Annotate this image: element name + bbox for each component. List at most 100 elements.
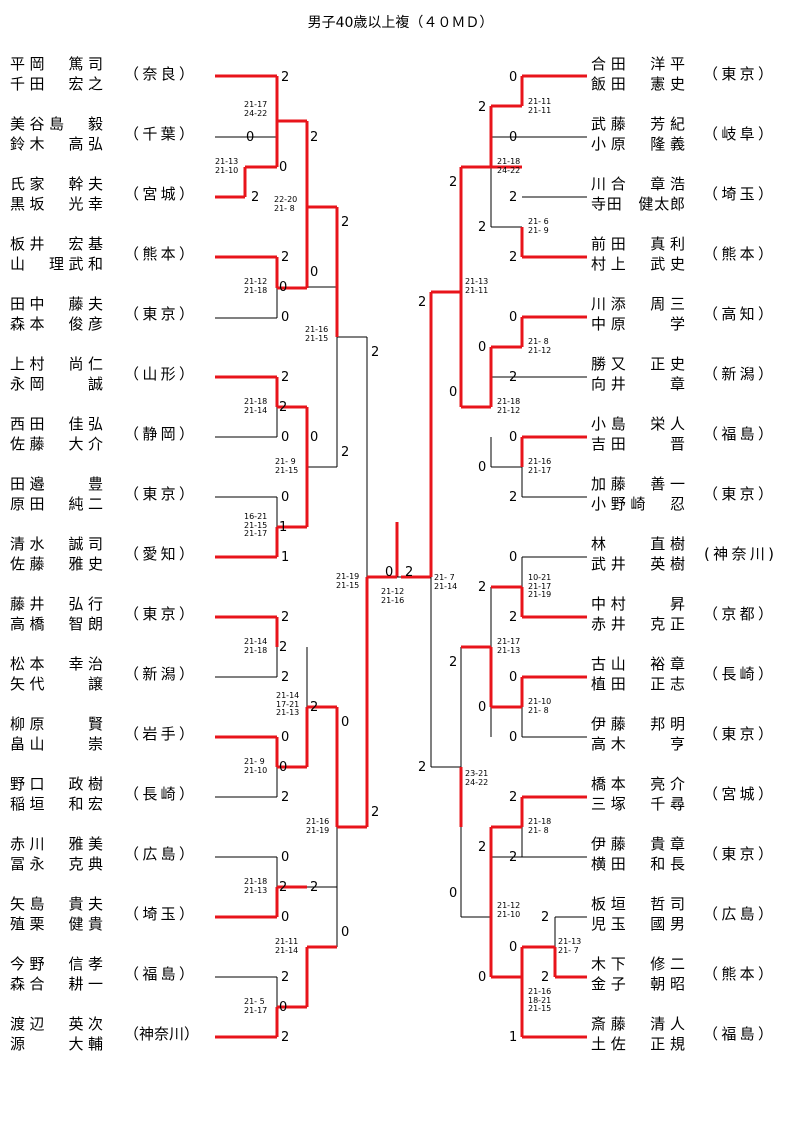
- set-score: 21-16 21-17: [528, 457, 552, 475]
- right-pair-prefecture: （高知）: [703, 305, 773, 323]
- left-player-name: 森本 俊彦: [10, 316, 103, 333]
- set-score: 21- 8 21-12: [528, 337, 552, 355]
- left-player-name: 赤川 雅美: [10, 836, 103, 853]
- match-score: 0: [279, 280, 288, 295]
- match-score: 2: [509, 190, 518, 205]
- match-score: 2: [509, 850, 518, 865]
- set-score: 21-18 21-13: [244, 877, 268, 895]
- match-score: 2: [371, 805, 380, 820]
- match-score: 2: [310, 130, 319, 145]
- set-score: 21-19 21-15: [336, 572, 360, 590]
- match-score: 0: [385, 565, 394, 580]
- match-score: 2: [281, 70, 290, 85]
- left-player-name: 藤井 弘行: [10, 596, 103, 613]
- match-score: 2: [310, 700, 319, 715]
- right-player-name: 橋本 亮介: [591, 776, 685, 793]
- left-pair-prefecture: （山形）: [124, 365, 194, 383]
- match-score: 0: [281, 730, 290, 745]
- left-player-name: 稲垣 和宏: [10, 796, 103, 813]
- match-score: 2: [541, 910, 550, 925]
- set-score: 21-13 21- 7: [558, 937, 582, 955]
- match-score: 2: [418, 760, 427, 775]
- right-player-name: 斎藤 清人: [591, 1016, 685, 1033]
- right-player-name: 村上 武史: [591, 256, 685, 273]
- left-player-name: 冨永 克典: [10, 856, 103, 873]
- match-score: 2: [310, 880, 319, 895]
- match-score: 1: [279, 520, 288, 535]
- match-score: 2: [509, 370, 518, 385]
- left-player-name: 高橋 智朗: [10, 616, 103, 633]
- left-player-name: 千田 宏之: [10, 76, 103, 93]
- right-player-name: 林 直樹: [591, 536, 685, 553]
- match-score: 0: [478, 700, 487, 715]
- left-player-name: 柳原 賢: [10, 716, 103, 733]
- right-player-name: 武藤 芳紀: [591, 116, 685, 133]
- set-score: 21-16 21-19: [306, 817, 330, 835]
- right-pair-prefecture: （岐阜）: [703, 125, 773, 143]
- match-score: 2: [281, 610, 290, 625]
- match-score: 0: [341, 715, 350, 730]
- right-player-name: 勝又 正史: [591, 356, 685, 373]
- set-score: 23-21 24-22: [465, 769, 489, 787]
- left-player-name: 上村 尚仁: [10, 356, 103, 373]
- set-score: 21- 6 21- 9: [528, 217, 549, 235]
- set-score: 10-21 21-17 21-19: [528, 573, 552, 599]
- match-score: 2: [279, 880, 288, 895]
- left-player-name: 畠山 崇: [10, 736, 103, 753]
- right-player-name: 赤井 克正: [591, 616, 685, 633]
- match-score: 2: [281, 670, 290, 685]
- right-pair-prefecture: （京都）: [703, 605, 773, 623]
- right-pair-prefecture: （熊本）: [703, 245, 773, 263]
- right-pair-prefecture: （熊本）: [703, 965, 773, 983]
- left-pair-prefecture: （東京）: [124, 485, 194, 503]
- right-player-name: 小野崎 忍: [591, 496, 685, 513]
- right-pair-prefecture: （埼玉）: [703, 185, 773, 203]
- right-pair-prefecture: (神奈川): [704, 545, 774, 563]
- left-player-name: 佐藤 雅史: [10, 556, 103, 573]
- set-score: 21-18 21-14: [244, 397, 268, 415]
- right-player-name: 小島 栄人: [591, 416, 685, 433]
- match-score: 2: [509, 250, 518, 265]
- match-score: 0: [478, 970, 487, 985]
- match-score: 0: [281, 910, 290, 925]
- left-pair-prefecture: （奈良）: [124, 65, 194, 83]
- right-pair-prefecture: （福島）: [703, 425, 773, 443]
- match-score: 0: [509, 130, 518, 145]
- set-score: 21-14 21-18: [244, 637, 268, 655]
- right-player-name: 小原 隆義: [591, 136, 685, 153]
- match-score: 0: [509, 310, 518, 325]
- left-pair-prefecture: （愛知）: [124, 545, 194, 563]
- left-player-name: 源 大輔: [10, 1036, 103, 1053]
- left-pair-prefecture: （新潟）: [124, 665, 194, 683]
- match-score: 0: [509, 70, 518, 85]
- right-player-name: 植田 正志: [591, 676, 685, 693]
- left-player-name: 黒坂 光幸: [10, 196, 103, 213]
- right-pair-prefecture: （新潟）: [703, 365, 773, 383]
- match-score: 2: [281, 250, 290, 265]
- right-pair-prefecture: （宮城）: [703, 785, 773, 803]
- left-player-name: 原田 純二: [10, 496, 103, 513]
- match-score: 1: [281, 550, 290, 565]
- right-player-name: 横田 和長: [591, 856, 685, 873]
- right-pair-prefecture: （東京）: [703, 845, 773, 863]
- left-player-name: 森合 耕一: [10, 976, 103, 993]
- right-player-name: 板垣 哲司: [591, 896, 685, 913]
- right-player-name: 伊藤 貴章: [591, 836, 685, 853]
- right-player-name: 高木 亨: [591, 736, 685, 753]
- set-score: 21- 9 21-10: [244, 757, 268, 775]
- left-pair-prefecture: （静岡）: [124, 425, 194, 443]
- set-score: 21-18 21-12: [497, 397, 521, 415]
- match-score: 0: [279, 1000, 288, 1015]
- set-score: 21-16 18-21 21-15: [528, 987, 552, 1013]
- match-score: 0: [281, 850, 290, 865]
- match-score: 2: [281, 1030, 290, 1045]
- right-player-name: 吉田 晋: [591, 436, 685, 453]
- left-player-name: 矢島 貴夫: [10, 896, 103, 913]
- match-score: 0: [341, 925, 350, 940]
- match-score: 0: [310, 265, 319, 280]
- left-pair-prefecture: （長崎）: [124, 785, 194, 803]
- left-player-name: 渡辺 英次: [10, 1016, 103, 1033]
- right-player-name: 三塚 千尋: [591, 796, 685, 813]
- right-player-name: 合田 洋平: [591, 56, 685, 73]
